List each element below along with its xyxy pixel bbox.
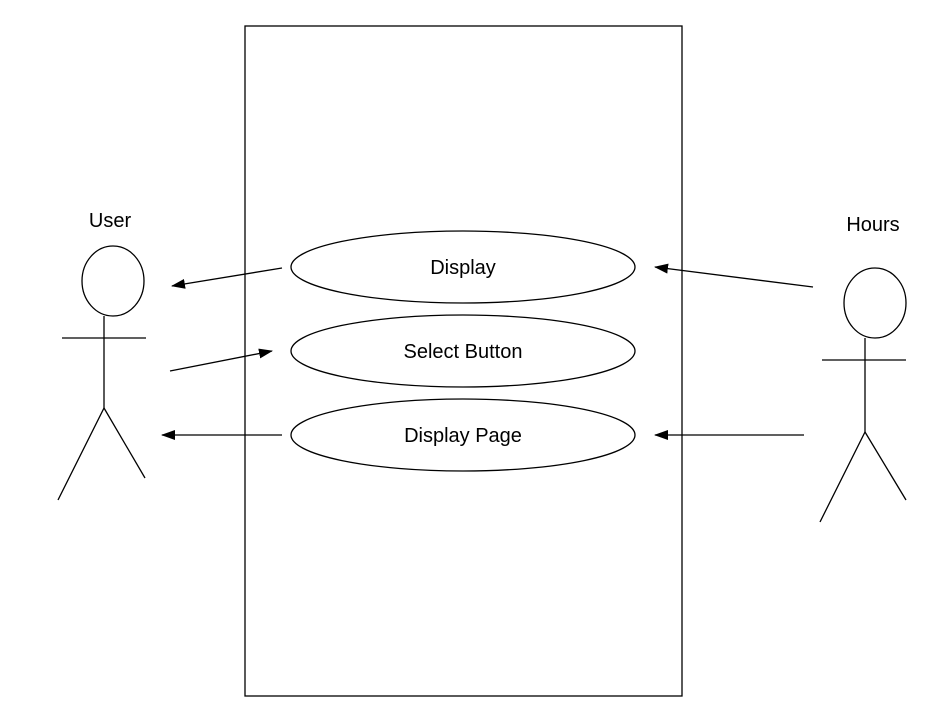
actor-hours-left-leg xyxy=(819,431,866,523)
actor-hours-label: Hours xyxy=(846,214,899,236)
use-case-display: Display xyxy=(290,230,636,304)
use-case-display-ellipse xyxy=(290,230,636,304)
actor-hours-head xyxy=(843,267,907,339)
use-case-display-page-ellipse xyxy=(290,398,636,472)
use-case-display-page-label: Display Page xyxy=(404,425,522,447)
actor-hours: Hours xyxy=(819,214,907,523)
system-boundary xyxy=(244,25,683,697)
actor-user-label: User xyxy=(89,210,132,232)
arrow-hours-to-display xyxy=(654,263,814,288)
use-case-select-button-ellipse xyxy=(290,314,636,388)
actor-user: User xyxy=(57,210,146,501)
use-case-select-button: Select Button xyxy=(290,314,636,388)
actor-hours-right-leg xyxy=(864,431,907,501)
use-case-display-label: Display xyxy=(430,257,496,279)
arrow-display-to-user xyxy=(171,267,283,289)
actor-user-left-leg xyxy=(57,407,105,501)
use-case-select-button-label: Select Button xyxy=(404,341,523,363)
actor-user-right-leg xyxy=(103,407,146,479)
use-case-display-page: Display Page xyxy=(290,398,636,472)
actor-user-head xyxy=(81,245,145,317)
arrow-user-to-select-button xyxy=(169,348,273,372)
